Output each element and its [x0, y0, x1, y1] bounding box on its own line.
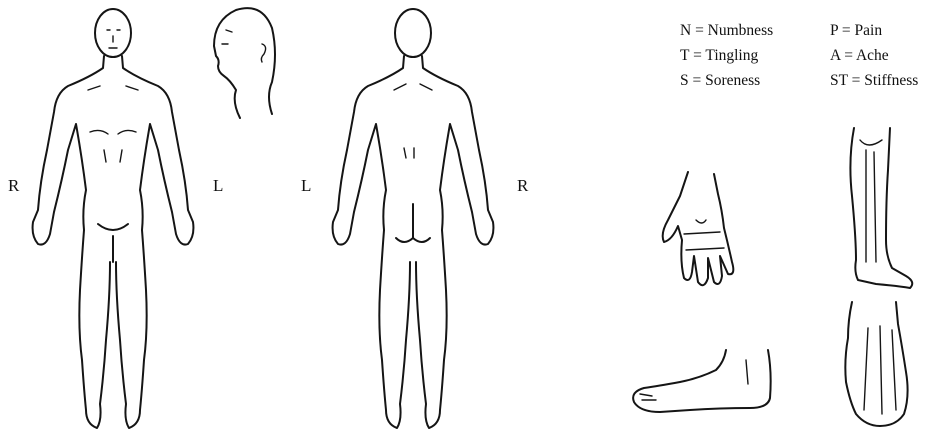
head-profile-figure[interactable] [214, 8, 275, 118]
front-left-side-label: L [213, 176, 223, 196]
front-right-side-label: R [8, 176, 19, 196]
lower-leg-figure[interactable] [850, 128, 912, 288]
legend-pain: P = Pain [830, 22, 882, 40]
legend-soreness: S = Soreness [680, 72, 760, 90]
front-body-figure[interactable] [33, 9, 194, 428]
legend-stiffness: ST = Stiffness [830, 72, 918, 90]
legend-tingling: T = Tingling [680, 47, 758, 65]
side-foot-figure[interactable] [633, 350, 771, 412]
legend-numbness: N = Numbness [680, 22, 773, 40]
hand-figure[interactable] [663, 172, 734, 285]
back-body-figure[interactable] [333, 9, 494, 428]
top-foot-figure[interactable] [845, 302, 907, 426]
legend-ache: A = Ache [830, 47, 889, 65]
back-right-side-label: R [517, 176, 528, 196]
back-left-side-label: L [301, 176, 311, 196]
